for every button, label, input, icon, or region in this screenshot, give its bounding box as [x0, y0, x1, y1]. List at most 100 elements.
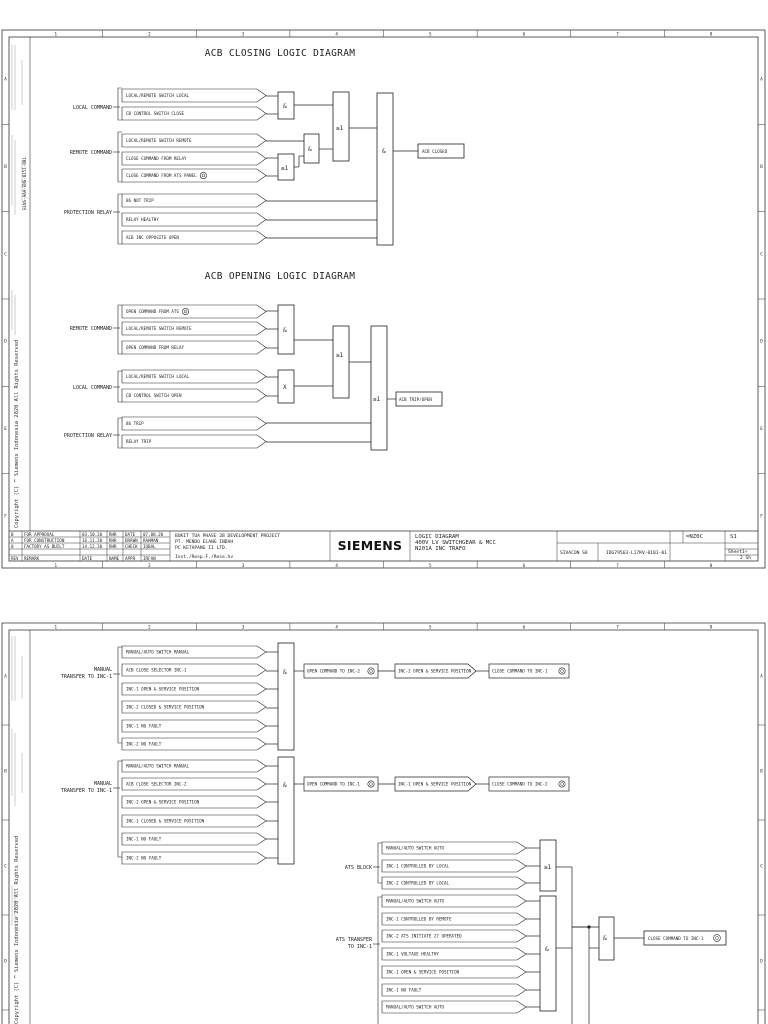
ats-transfer-input-7: MANUAL/AUTO SWITCH AUTO [381, 1000, 527, 1014]
revision-cell-1-0: A [11, 538, 14, 543]
group1-position-label: INC-2 OPEN & SERVICE POSITION [398, 669, 472, 674]
revision-cell-2-0: 0 [11, 544, 14, 549]
opening-local-command-label: LOCAL COMMAND [73, 385, 112, 391]
ats-final-gate-symbol: & [603, 935, 607, 942]
ats-block-gate-symbol: ≥1 [544, 864, 552, 871]
project-line-2: PT. MENDO ELANG INDAH [175, 539, 233, 545]
revision-cell-2-4: CHECK [125, 544, 138, 549]
revision-cell-3-1: REMARK [24, 556, 40, 561]
ats-transfer-input-5: INC-1 OPEN & SERVICE POSITION [381, 965, 527, 979]
ats-transfer-input-4: INC-1 VOLTAGE HEALTHY [381, 947, 527, 961]
inc2-input-1: MANUAL/AUTO SWITCH MANUAL [121, 759, 267, 773]
ats-transfer-input-5-shape [381, 965, 527, 979]
ats-transfer-input-3-shape [381, 929, 527, 943]
revision-cell-3-3: NAME [109, 556, 120, 561]
group1-close-command-ref-icon [558, 667, 566, 675]
closing-input-1-label: LOCAL/REMOTE SWITCH LOCAL [126, 93, 190, 98]
ats-transfer-input-5-label: INC-1 OPEN & SERVICE POSITION [386, 970, 460, 975]
acb-closed-output-box [417, 143, 465, 159]
opening-input-7-label: RELAY TRIP [126, 439, 152, 444]
drawing-line-1: LOGIC DIAGRAM [415, 534, 459, 540]
row-letter-left-D: D [4, 339, 7, 344]
project-line-4: Inst./Resp.F./Rese.hv [175, 554, 233, 560]
column-number-3: 3 [242, 625, 245, 630]
ats-transfer-and-gate [539, 895, 557, 1012]
closing-input-7-shape [121, 212, 267, 227]
opening-input-5-shape [121, 388, 267, 403]
row-letter-right-C: C [760, 251, 763, 256]
manual-transfer-inc2-label-2: TRANSFER TO INC-1 [61, 788, 112, 794]
revision-cell-0-5: 07.08.20 [143, 532, 164, 537]
closing-input-5-shape [121, 168, 267, 183]
closing-wiring [266, 95, 418, 239]
manual-transfer-inc2-and-gate [277, 756, 295, 865]
ats-transfer-label-1: ATS TRANSFER [336, 937, 373, 943]
closing-input-7: RELAY HEALTHY [121, 212, 267, 227]
row-letter-right-D: D [760, 959, 763, 964]
closing-remote-or-gate [277, 153, 295, 181]
group1-open-command-ref-icon [367, 667, 375, 675]
closing-input-5-ref-icon [199, 172, 207, 180]
column-number-bottom-6: 6 [523, 563, 526, 568]
ats-block-input-1-label: MANUAL/AUTO SWITCH AUTO [386, 846, 444, 851]
inc1-input-3-label: INC-1 OPEN & SERVICE POSITION [126, 687, 200, 692]
column-number-1: 1 [55, 32, 58, 37]
closing-protection-relay-label: PROTECTION RELAY [64, 210, 112, 216]
inc1-input-4-label: INC-2 CLOSED & SERVICE POSITION [126, 705, 205, 710]
column-number-4: 4 [335, 32, 338, 37]
opening-input-4-label: LOCAL/REMOTE SWITCH LOCAL [126, 374, 190, 379]
manual-transfer-inc1-label-2: TRANSFER TO INC-1 [61, 674, 112, 680]
inc1-input-5-label: INC-1 NO FAULT [126, 724, 162, 729]
copyright-text: Copyright (C) ™ Siemens Indonesia 2020 A… [14, 340, 20, 528]
revision-cell-3-4: APPR [125, 556, 136, 561]
inc1-input-4-shape [121, 700, 267, 714]
closing-input-4: CLOSE COMMAND FROM RELAY [121, 151, 267, 166]
ats-transfer-input-1: MANUAL/AUTO SWITCH AUTO [381, 894, 527, 908]
revision-cell-1-5: RAHMAN [143, 538, 159, 543]
opening-input-5: CB CONTROL SWITCH OPEN [121, 388, 267, 403]
opening-remote-and-gate [277, 304, 295, 355]
drawing-line-3: N201A INC TRAFO [415, 546, 466, 552]
revision-cell-3-0: REV [11, 556, 19, 561]
left-strip-lines [11, 45, 23, 335]
opening-input-4-shape [121, 369, 267, 384]
inc2-input-4: INC-1 CLOSED & SERVICE POSITION [121, 814, 267, 828]
ats-block-or-gate [539, 839, 557, 892]
row-letter-left-B: B [4, 769, 7, 774]
opening-input-7: RELAY TRIP [121, 434, 267, 449]
group2-close-command-ref-icon-inner [560, 782, 564, 786]
column-number-1: 1 [55, 625, 58, 630]
closing-input-8-shape [121, 230, 267, 245]
output-ref-icon [713, 934, 721, 942]
ats-transfer-input-6: INC-1 NO FAULT [381, 983, 527, 997]
inc1-input-6: INC-2 NO FAULT [121, 737, 267, 751]
project-line-3: PC KETAPANG II LTD. [175, 545, 228, 551]
opening-input-3-label: OPEN COMMAND FROM RELAY [126, 345, 184, 350]
row-letter-left-E: E [4, 426, 7, 431]
opening-or-gate [332, 325, 350, 399]
column-number-2: 2 [148, 32, 151, 37]
closing-input-8: ACB INC OPPOSITE OPEN [121, 230, 267, 245]
revision-cell-0-1: FOR APPROVAL [24, 532, 55, 537]
acb-trip-output-box [395, 391, 443, 407]
left-strip-notes: ELNS-AAA-ENG-0151-001 [22, 157, 27, 210]
revision-cell-2-2: 14.12.20 [82, 544, 103, 549]
ats-transfer-input-1-shape [381, 894, 527, 908]
inc2-input-4-label: INC-1 CLOSED & SERVICE POSITION [126, 819, 205, 824]
copyright-text-2: Copyright (C) ™ Siemens Indonesia 2020 A… [14, 836, 20, 1024]
column-number-2: 2 [148, 625, 151, 630]
left-strip-lines-2 [11, 636, 23, 931]
manual-transfer-inc1-and-gate [277, 642, 295, 751]
opening-input-5-label: CB CONTROL SWITCH OPEN [126, 393, 182, 398]
column-number-bottom-2: 2 [148, 563, 151, 568]
row-letter-right-B: B [760, 164, 763, 169]
inc2-input-6: INC-2 NO FAULT [121, 851, 267, 865]
ats-block-input-3-label: INC-2 CONTROLLED BY LOCAL [386, 881, 450, 886]
group2-open-command-box [303, 776, 379, 792]
